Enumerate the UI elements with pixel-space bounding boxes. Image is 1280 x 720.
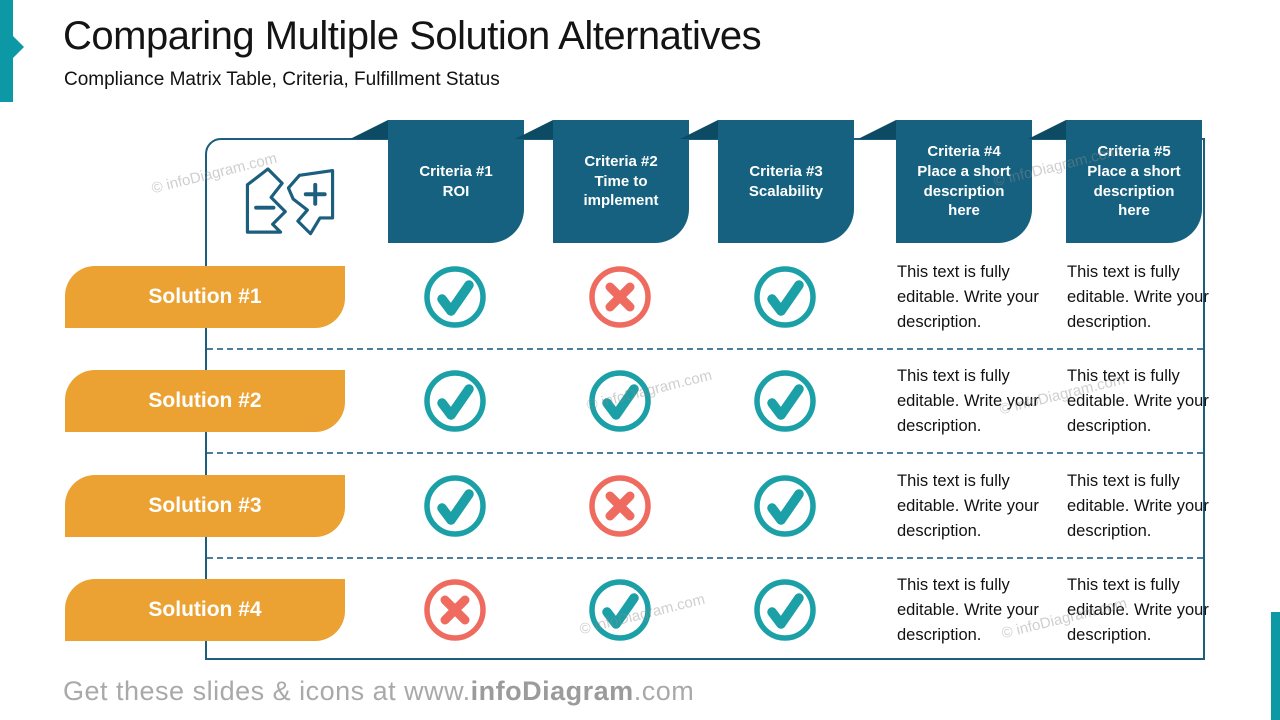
table-row: Solution #2 This text is fully editable.… [0,367,1280,435]
description-cell: This text is fully editable. Write your … [1067,263,1209,331]
solution-banner-2: Solution #2 [65,370,345,432]
compare-plus-minus-icon [245,167,335,236]
criteria-header-5: Criteria #5 Place a short description he… [1066,120,1202,243]
criteria-desc: Place a short description here [1087,162,1181,220]
solution-label: Solution #3 [148,494,262,517]
solution-banner-4: Solution #4 [65,579,345,641]
criteria-header-2: Criteria #2 Time to implement [553,120,689,243]
solution-banner-3: Solution #3 [65,475,345,537]
check-circle-icon [753,265,817,329]
check-circle-icon [588,578,652,642]
left-accent-chevron [0,0,24,102]
criteria-header-4: Criteria #4 Place a short description he… [896,120,1032,243]
criteria-header-1: Criteria #1 ROI [388,120,524,243]
description-cell: This text is fully editable. Write your … [897,367,1039,435]
footer-brand: infoDiagram [470,676,634,706]
cross-circle-icon [423,578,487,642]
criteria-desc: ROI [442,182,470,200]
solution-label: Solution #2 [148,389,262,412]
criteria-title: Criteria #1 [419,162,493,180]
row-divider [207,348,1203,350]
criteria-title: Criteria #2 [584,152,658,170]
description-cell: This text is fully editable. Write your … [1067,472,1209,540]
criteria-desc: Place a short description here [917,162,1011,220]
solution-label: Solution #1 [148,285,262,308]
cross-circle-icon [588,474,652,538]
page-title: Comparing Multiple Solution Alternatives [63,14,762,58]
description-cell: This text is fully editable. Write your … [897,263,1039,331]
bottom-right-accent-bar [1271,612,1280,720]
solution-banner-1: Solution #1 [65,266,345,328]
footer-credit: Get these slides & icons at www.infoDiag… [63,676,694,707]
criteria-title: Criteria #4 [927,142,1001,160]
row-divider [207,452,1203,454]
check-circle-icon [753,474,817,538]
check-circle-icon [423,369,487,433]
footer-suffix: .com [633,676,695,706]
solution-label: Solution #4 [148,598,262,621]
description-cell: This text is fully editable. Write your … [897,576,1039,644]
page-subtitle: Compliance Matrix Table, Criteria, Fulfi… [64,69,500,90]
footer-prefix: Get these slides & icons at www. [63,676,471,706]
check-circle-icon [753,369,817,433]
description-cell: This text is fully editable. Write your … [1067,576,1209,644]
check-circle-icon [753,578,817,642]
criteria-desc: Time to implement [583,172,659,210]
check-circle-icon [588,369,652,433]
table-row: Solution #1 This text is fully editable.… [0,263,1280,331]
check-circle-icon [423,265,487,329]
row-divider [207,557,1203,559]
criteria-header-3: Criteria #3 Scalability [718,120,854,243]
table-row: Solution #4 This text is fully editable.… [0,576,1280,644]
check-circle-icon [423,474,487,538]
table-row: Solution #3 This text is fully editable.… [0,472,1280,540]
description-cell: This text is fully editable. Write your … [897,472,1039,540]
cross-circle-icon [588,265,652,329]
criteria-title: Criteria #5 [1097,142,1171,160]
description-cell: This text is fully editable. Write your … [1067,367,1209,435]
criteria-desc: Scalability [748,182,824,200]
criteria-title: Criteria #3 [749,162,823,180]
